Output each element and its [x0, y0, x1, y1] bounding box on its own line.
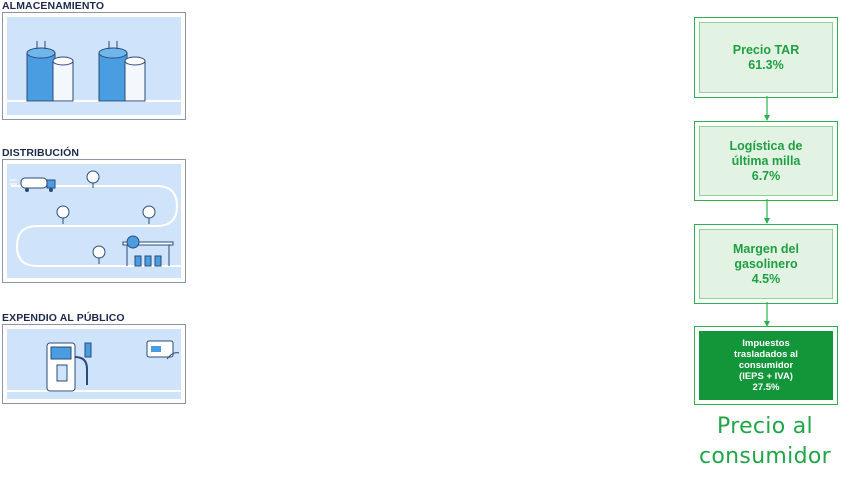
- retail-illustration: [2, 324, 186, 404]
- step-precio-tar: Precio TAR 61.3%: [694, 17, 838, 98]
- step-label-2: trasladados al: [734, 349, 798, 360]
- step-label-2: última milla: [731, 153, 801, 168]
- storage-illustration: [2, 12, 186, 120]
- final-price-label: Precio al consumidor: [680, 412, 850, 472]
- step-value: 4.5%: [751, 271, 781, 286]
- section-label-distribucion: DISTRIBUCIÓN: [2, 147, 80, 159]
- section-label-expendio: EXPENDIO AL PÚBLICO: [2, 312, 125, 324]
- step-label-3: consumidor: [738, 360, 794, 371]
- storage-tanks-icon: [7, 41, 181, 102]
- step-label-2: gasolinero: [734, 256, 798, 271]
- distribution-route-icon: [9, 170, 181, 267]
- step-logistica: Logística de última milla 6.7%: [694, 121, 838, 201]
- step-value: 61.3%: [748, 57, 784, 72]
- step-value: 27.5%: [752, 382, 780, 393]
- step-label-1: Impuestos: [742, 338, 790, 349]
- step-value: 6.7%: [751, 168, 781, 183]
- distribution-illustration: [2, 159, 186, 283]
- arrow-down-icon: [764, 199, 770, 224]
- step-label: Precio TAR: [732, 42, 800, 57]
- final-label-line2: consumidor: [699, 444, 831, 469]
- fuel-pump-icon: [7, 340, 181, 392]
- arrow-down-icon: [764, 302, 770, 327]
- step-margen: Margen del gasolinero 4.5%: [694, 224, 838, 304]
- step-label-1: Logística de: [729, 138, 803, 153]
- section-label-almacenamiento: ALMACENAMIENTO: [2, 0, 105, 12]
- final-label-line1: Precio al: [717, 414, 813, 439]
- arrow-down-icon: [764, 96, 770, 121]
- step-label-1: Margen del: [733, 241, 799, 256]
- step-impuestos: Impuestos trasladados al consumidor (IEP…: [694, 326, 838, 405]
- step-label-4: (IEPS + IVA): [739, 371, 793, 382]
